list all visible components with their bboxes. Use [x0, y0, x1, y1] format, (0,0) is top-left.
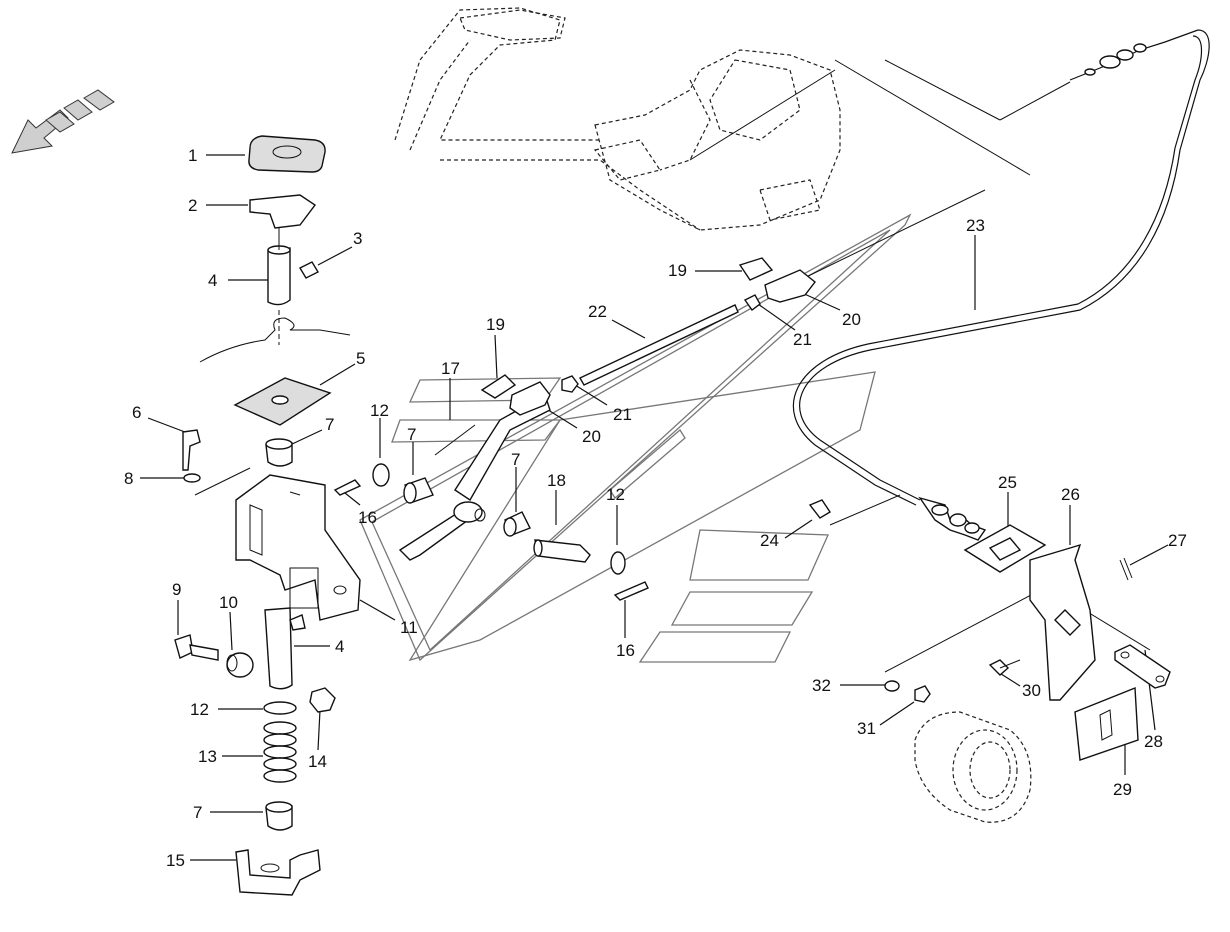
- callout-8: 8: [124, 469, 133, 488]
- washer-12c: [610, 551, 626, 575]
- threaded-rod-22: [579, 304, 739, 386]
- nut-21a: [561, 375, 579, 393]
- frame-outline: [359, 213, 912, 663]
- bolt-6: [182, 429, 201, 471]
- callout-19: 19: [668, 261, 687, 280]
- callout-7: 7: [511, 450, 520, 469]
- callout-labels: 1 2 3 4 5 6 7 8 7 12 16 17 7 18 19 20 21…: [124, 146, 1187, 870]
- callout-9: 9: [172, 580, 181, 599]
- cotter-pin-16b: [613, 581, 649, 601]
- callout-22: 22: [588, 302, 607, 321]
- callout-29: 29: [1113, 780, 1132, 799]
- bolt-9: [174, 634, 219, 661]
- callout-1: 1: [188, 146, 197, 165]
- callout-7: 7: [407, 425, 416, 444]
- callout-21: 21: [613, 405, 632, 424]
- decal-29: [1074, 686, 1139, 761]
- callout-23: 23: [966, 216, 985, 235]
- bolt-30: [988, 659, 1021, 676]
- nut-31: [914, 685, 931, 703]
- callout-13: 13: [198, 747, 217, 766]
- callout-21: 21: [793, 330, 812, 349]
- clevis-20b: [764, 269, 816, 303]
- callout-12: 12: [606, 485, 625, 504]
- callout-26: 26: [1061, 485, 1080, 504]
- callout-7: 7: [325, 415, 334, 434]
- linkage-arm: [398, 393, 551, 561]
- washer-8: [183, 473, 201, 483]
- bushing-10: [226, 652, 254, 678]
- callout-24: 24: [760, 531, 779, 550]
- callout-20: 20: [582, 427, 601, 446]
- control-cable: [792, 29, 1210, 541]
- clevis-20a: [509, 381, 551, 416]
- tractor-outline: [394, 7, 841, 231]
- callout-28: 28: [1144, 732, 1163, 751]
- callout-32: 32: [812, 676, 831, 695]
- callout-7: 7: [193, 803, 202, 822]
- callout-19: 19: [486, 315, 505, 334]
- callout-6: 6: [132, 403, 141, 422]
- callout-16: 16: [358, 508, 377, 527]
- bolt-24: [808, 499, 831, 519]
- callout-3: 3: [353, 229, 362, 248]
- callout-11: 11: [400, 618, 418, 637]
- cable-bracket-26: [1029, 543, 1096, 701]
- clevis-19b: [738, 257, 774, 281]
- callout-16: 16: [616, 641, 635, 660]
- pulley-wheel: [914, 711, 1032, 823]
- bushing-lower: [265, 801, 293, 831]
- clevis-19a: [480, 374, 517, 399]
- nut-14: [309, 687, 336, 713]
- floor-plate: [233, 377, 332, 426]
- pedal-bracket: [235, 474, 361, 621]
- callout-12: 12: [370, 401, 389, 420]
- callout-2: 2: [188, 196, 197, 215]
- callout-4: 4: [335, 637, 344, 656]
- callout-30: 30: [1022, 681, 1041, 700]
- callout-10: 10: [219, 593, 238, 612]
- floor-cutout: [199, 310, 351, 363]
- pin-18: [533, 539, 591, 563]
- pedal-shaft-lower: [264, 607, 306, 690]
- callout-12: 12: [190, 700, 209, 719]
- cotter-pin-16a: [333, 479, 362, 496]
- callout-31: 31: [857, 719, 876, 738]
- spring-plate-28: [1114, 644, 1171, 689]
- callout-18: 18: [547, 471, 566, 490]
- set-screw: [299, 261, 319, 279]
- bushing-upper: [265, 438, 293, 467]
- callout-14: 14: [308, 752, 327, 771]
- cable-clamp-25: [963, 524, 1047, 573]
- pad-plate: [249, 194, 317, 229]
- callout-27: 27: [1168, 531, 1187, 550]
- callout-17: 17: [441, 359, 460, 378]
- spring-bracket: [235, 849, 321, 896]
- washer-12b: [263, 701, 297, 715]
- washer-32: [884, 680, 900, 692]
- callout-15: 15: [166, 851, 185, 870]
- nut-21b: [743, 294, 761, 311]
- pedal-pad: [248, 135, 326, 173]
- pin-27: [1119, 557, 1133, 581]
- bushing-7c: [503, 511, 531, 537]
- spring-13: [263, 721, 297, 783]
- bushing-7b: [403, 477, 434, 504]
- direction-arrow-icon: [11, 89, 115, 154]
- washer-12a: [372, 463, 390, 487]
- callout-20: 20: [842, 310, 861, 329]
- callout-5: 5: [356, 349, 365, 368]
- callout-4: 4: [208, 271, 217, 290]
- callout-25: 25: [998, 473, 1017, 492]
- pedal-shaft-upper: [267, 228, 291, 306]
